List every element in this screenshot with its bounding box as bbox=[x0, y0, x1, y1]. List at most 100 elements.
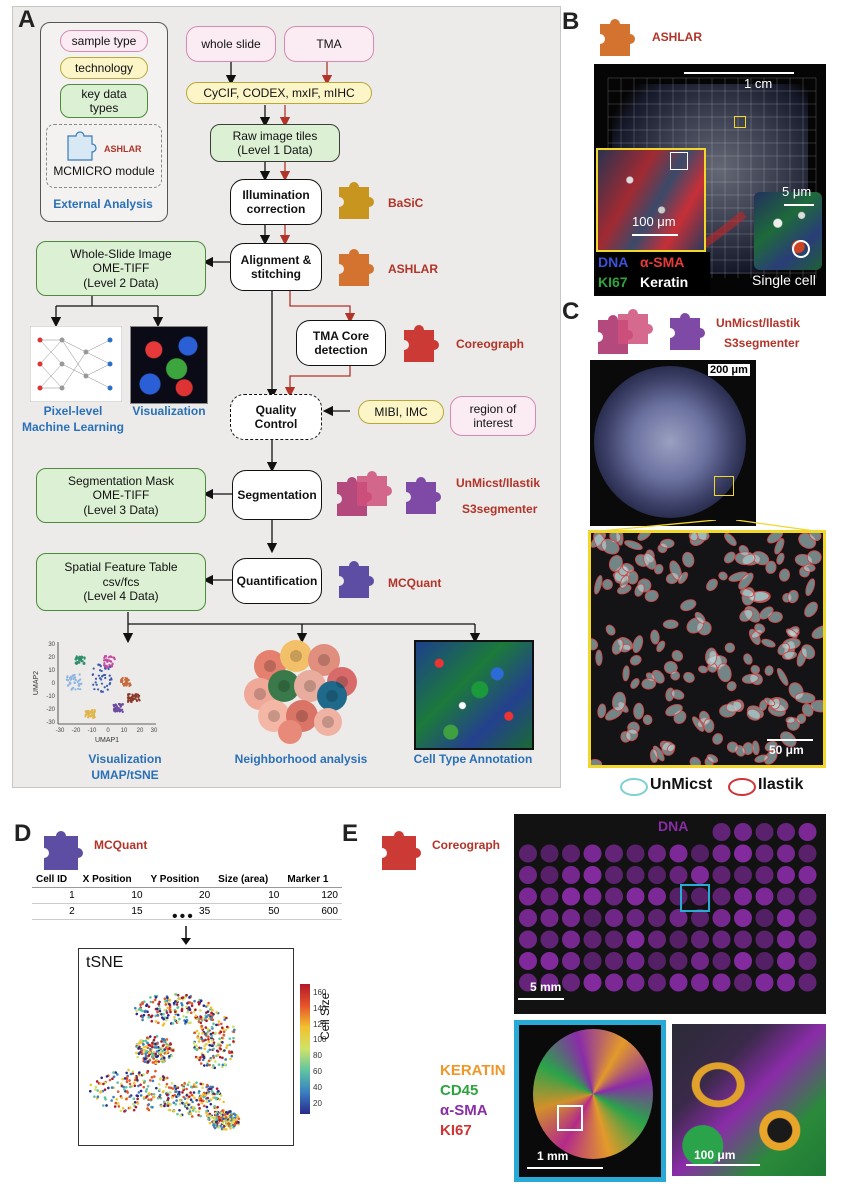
tma-core bbox=[777, 973, 795, 992]
tsne-point bbox=[229, 1110, 232, 1113]
tsne-point bbox=[199, 1062, 203, 1065]
tsne-point bbox=[161, 1090, 165, 1094]
tsne-point bbox=[227, 1050, 231, 1053]
tsne-point bbox=[115, 1098, 119, 1101]
tsne-point bbox=[206, 1063, 209, 1066]
tsne-point bbox=[201, 1099, 205, 1103]
cell-outline bbox=[591, 758, 603, 765]
scale-50um: 50 μm bbox=[769, 743, 804, 757]
umap-point bbox=[72, 675, 75, 678]
tsne-point bbox=[89, 1083, 93, 1087]
tsne-point bbox=[211, 1066, 214, 1069]
tsne-point bbox=[200, 1094, 203, 1098]
tsne-point bbox=[209, 1032, 213, 1036]
pixel-ml-label: Pixel-level Machine Learning bbox=[21, 404, 125, 434]
tsne-point bbox=[190, 1002, 194, 1005]
tsne-point bbox=[107, 1086, 110, 1090]
tsne-point bbox=[209, 1058, 213, 1062]
tsne-plot bbox=[88, 992, 241, 1131]
tsne-point bbox=[213, 1117, 217, 1121]
tsne-point bbox=[162, 1056, 166, 1060]
tsne-point bbox=[216, 1050, 220, 1053]
cell-outline bbox=[688, 533, 699, 542]
umap-point bbox=[101, 690, 105, 693]
tsne-point bbox=[99, 1090, 103, 1093]
tsne-point bbox=[192, 1085, 195, 1088]
tsne-point bbox=[149, 1000, 153, 1004]
tsne-point bbox=[178, 1108, 181, 1112]
tsne-point bbox=[188, 1001, 192, 1004]
tsne-point bbox=[208, 1063, 211, 1067]
colorbar-tick: 140 bbox=[313, 1003, 327, 1013]
tsne-point bbox=[154, 1069, 157, 1073]
legend-module-name: ASHLAR bbox=[104, 144, 142, 154]
tsne-point bbox=[128, 1106, 132, 1109]
cell-outline bbox=[682, 551, 695, 568]
tsne-point bbox=[208, 1048, 212, 1052]
panel-c-module2: S3segmenter bbox=[724, 336, 800, 350]
umap-point bbox=[131, 693, 134, 696]
tsne-point bbox=[170, 1082, 174, 1085]
cell-outline bbox=[703, 718, 715, 733]
cell-outline bbox=[803, 563, 816, 573]
tsne-point bbox=[137, 1091, 141, 1094]
umap-xtick: -10 bbox=[88, 728, 97, 734]
tsne-point bbox=[103, 1088, 107, 1092]
umap-point bbox=[124, 678, 127, 681]
tsne-point bbox=[237, 1120, 240, 1124]
tsne-point bbox=[201, 1032, 204, 1035]
tsne-point bbox=[172, 1001, 176, 1005]
umap-point bbox=[121, 710, 124, 713]
tsne-point bbox=[205, 1083, 209, 1087]
cell-outline bbox=[670, 689, 685, 700]
umap-xtick: 0 bbox=[106, 728, 110, 734]
tsne-point bbox=[128, 1085, 132, 1089]
umap-point bbox=[105, 658, 108, 661]
tma-core bbox=[540, 930, 559, 949]
scale-1mm: 1 mm bbox=[537, 1149, 569, 1163]
tsne-point bbox=[144, 1090, 148, 1093]
tsne-point bbox=[220, 1026, 224, 1030]
tma-core bbox=[734, 952, 752, 970]
tsne-point bbox=[190, 1115, 194, 1118]
cell-outline bbox=[595, 649, 603, 666]
tma-core bbox=[734, 823, 752, 841]
cell-outline bbox=[751, 740, 760, 756]
scale-bar-1cm bbox=[684, 72, 794, 74]
tsne-point bbox=[157, 1021, 160, 1025]
umap-point bbox=[92, 713, 96, 716]
umap-point bbox=[117, 702, 121, 706]
cell-outline bbox=[611, 691, 627, 712]
tsne-point bbox=[197, 1040, 201, 1043]
tsne-point bbox=[185, 1015, 188, 1019]
ashlar-label: ASHLAR bbox=[388, 262, 438, 276]
cell-outline bbox=[629, 654, 642, 666]
tma-core bbox=[583, 973, 602, 992]
tsne-point bbox=[189, 1091, 192, 1094]
tsne-point bbox=[186, 1011, 189, 1014]
tsne-point bbox=[229, 1127, 232, 1130]
cell-outline bbox=[804, 601, 818, 618]
umap-point bbox=[108, 674, 111, 677]
tsne-point bbox=[218, 1118, 222, 1122]
table-cell: 15 bbox=[78, 903, 147, 920]
tsne-point bbox=[227, 1120, 231, 1123]
tsne-point bbox=[204, 1093, 207, 1097]
umap-point bbox=[87, 712, 91, 716]
tma-core bbox=[519, 952, 537, 970]
tsne-point bbox=[189, 1085, 193, 1089]
cell-outline bbox=[764, 750, 778, 765]
legend-unmicst: UnMicst bbox=[650, 776, 713, 793]
tsne-point bbox=[208, 1114, 211, 1118]
tsne-point bbox=[224, 1028, 228, 1032]
tsne-point bbox=[226, 1111, 229, 1115]
tsne-point bbox=[152, 1038, 156, 1042]
tsne-point bbox=[112, 1075, 116, 1079]
cell-outline bbox=[706, 578, 718, 592]
tsne-point bbox=[105, 1104, 108, 1107]
tsne-point bbox=[161, 1049, 164, 1053]
tma-core bbox=[755, 823, 774, 841]
tsne-point bbox=[178, 1090, 181, 1094]
cell-outline bbox=[671, 649, 684, 662]
legend-sample-type: sample type bbox=[60, 30, 148, 52]
